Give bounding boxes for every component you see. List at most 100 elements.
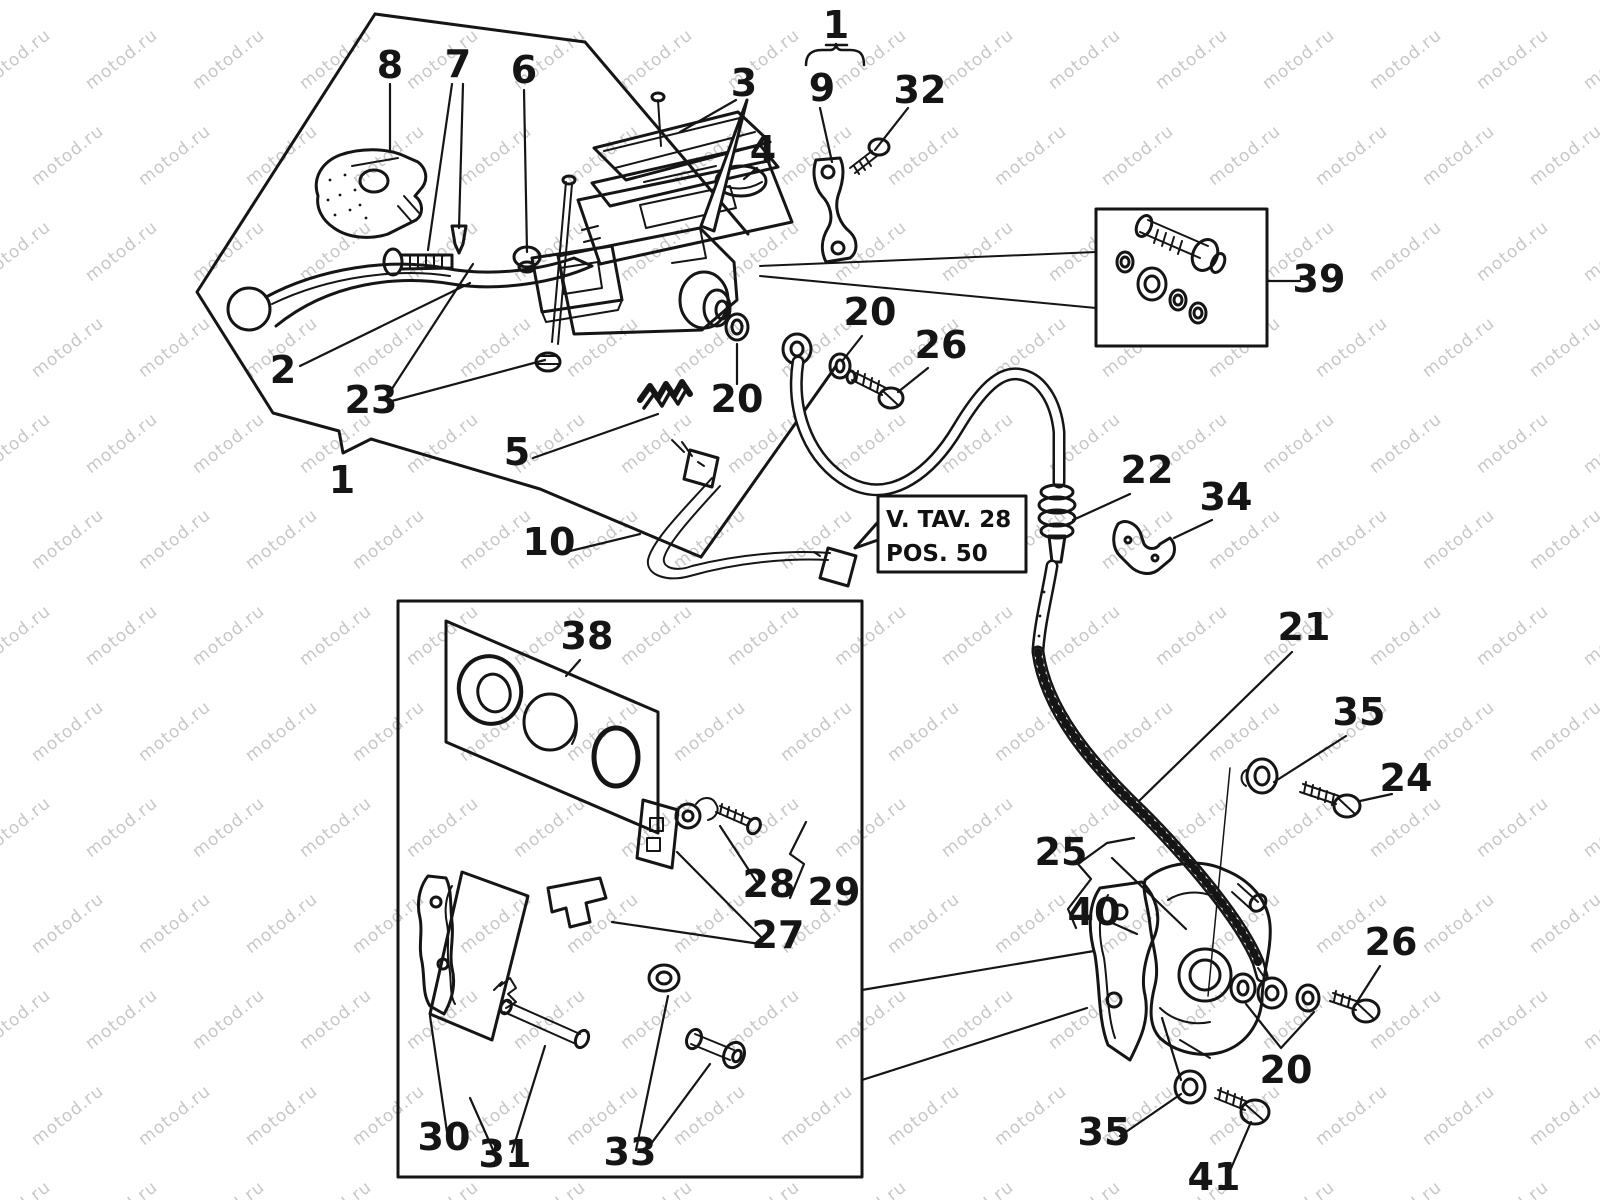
watermark-text: motod.ru [1526,313,1600,382]
part-label-34: 34 [1200,475,1253,519]
watermark-text: motod.ru [82,409,162,478]
watermark-text: motod.ru [884,889,964,958]
watermark-text: motod.ru [510,1177,590,1200]
watermark-text: motod.ru [135,505,215,574]
watermark-text: motod.ru [0,217,55,286]
watermark-text: motod.ru [1152,25,1232,94]
part-label-39: 39 [1293,257,1346,301]
part-label-40: 40 [1068,890,1121,934]
watermark-text: motod.ru [1366,217,1446,286]
watermark-text: motod.ru [1366,409,1446,478]
watermark-text: motod.ru [1419,505,1499,574]
watermark-text: motod.ru [1473,793,1553,862]
part-label-27: 27 [752,913,805,957]
watermark-text: motod.ru [0,889,1,958]
watermark-text: motod.ru [28,121,108,190]
watermark-text: motod.ru [831,601,911,670]
watermark-text: motod.ru [1045,1177,1125,1200]
watermark-text: motod.ru [0,313,1,382]
part-label-24: 24 [1380,756,1433,800]
part-label-4: 4 [750,128,776,172]
watermark-text: motod.ru [403,793,483,862]
part-label-26-a: 26 [915,323,968,367]
watermark-text: motod.ru [296,601,376,670]
watermark-text: motod.ru [1580,601,1600,670]
watermark-text: motod.ru [1312,121,1392,190]
watermark-text: motod.ru [1045,985,1125,1054]
bleeder-parts [647,963,746,1070]
watermark-text: motod.ru [1419,1081,1499,1150]
watermark-text: motod.ru [777,697,857,766]
watermark-text: motod.ru [1366,1177,1446,1200]
caliper-body [1142,861,1272,1059]
watermark-text: motod.ru [0,793,55,862]
diagram-art [195,12,1394,1182]
watermark-text: motod.ru [1526,1081,1600,1150]
clamp-stipple [326,173,368,220]
part-label-25: 25 [1035,830,1088,874]
watermark-text: motod.ru [0,409,55,478]
watermark-text: motod.ru [1045,601,1125,670]
watermark-text: motod.ru [884,697,964,766]
watermark-text: motod.ru [242,1081,322,1150]
watermark-text: motod.ru [0,121,1,190]
watermark-text: motod.ru [82,601,162,670]
hose-joint [1037,483,1077,564]
watermark-text: motod.ru [135,889,215,958]
watermark-text: motod.ru [189,409,269,478]
watermark-text: motod.ru [724,601,804,670]
watermark-text: motod.ru [349,697,429,766]
watermark-text: motod.ru [1259,1177,1339,1200]
part-label-8: 8 [377,43,403,87]
part-label-35-b: 35 [1078,1110,1131,1154]
watermark-text: motod.ru [991,1081,1071,1150]
pad-retainer [546,798,680,929]
watermark-text: motod.ru [510,793,590,862]
part-label-9: 9 [809,66,835,110]
caliper-kit-box [396,599,864,1179]
part-label-21: 21 [1278,605,1331,649]
watermark-text: motod.ru [296,25,376,94]
watermark-text: motod.ru [831,409,911,478]
handlebar-clamp-half [530,244,624,323]
watermark-text: motod.ru [1473,1177,1553,1200]
watermark-text: motod.ru [296,1177,376,1200]
part-label-41: 41 [1188,1155,1241,1199]
watermark-text: motod.ru [938,601,1018,670]
watermark-text: motod.ru [1366,985,1446,1054]
watermark-text: motod.ru [28,889,108,958]
watermark-text: motod.ru [1473,601,1553,670]
watermark-text: motod.ru [1098,697,1178,766]
watermark-text: motod.ru [296,985,376,1054]
watermark-text: motod.ru [1473,409,1553,478]
part-label-30: 30 [418,1115,471,1159]
watermark-text: motod.ru [1366,25,1446,94]
part-label-7: 7 [445,42,471,86]
watermark-text: motod.ru [777,505,857,574]
watermark-text: motod.ru [1312,505,1392,574]
watermark-text: motod.ru [831,985,911,1054]
caliper-banjo [1229,967,1381,1024]
part-label-1-bottom: 1 [329,458,355,502]
upper-mount-hardware [1240,757,1362,819]
watermark-text: motod.ru [189,985,269,1054]
part-label-6: 6 [511,48,537,92]
watermark-text: motod.ru [296,793,376,862]
watermark-text: motod.ru [242,697,322,766]
outlet-washers [724,312,852,380]
watermark-text: motod.ru [617,1177,697,1200]
watermark-text: motod.ru [938,25,1018,94]
part-label-10: 10 [523,520,576,564]
watermark-text: motod.ru [831,1177,911,1200]
watermark-text: motod.ru [1259,985,1339,1054]
watermark-text: motod.ru [0,505,1,574]
watermark-text: motod.ru [82,217,162,286]
watermark-text: motod.ru [189,217,269,286]
triangle-leader-3 [699,98,749,233]
watermark-text: motod.ru [831,793,911,862]
watermark-text: motod.ru [1580,985,1600,1054]
watermark-text: motod.ru [1152,601,1232,670]
watermark-text: motod.ru [1098,121,1178,190]
watermark-text: motod.ru [884,1081,964,1150]
